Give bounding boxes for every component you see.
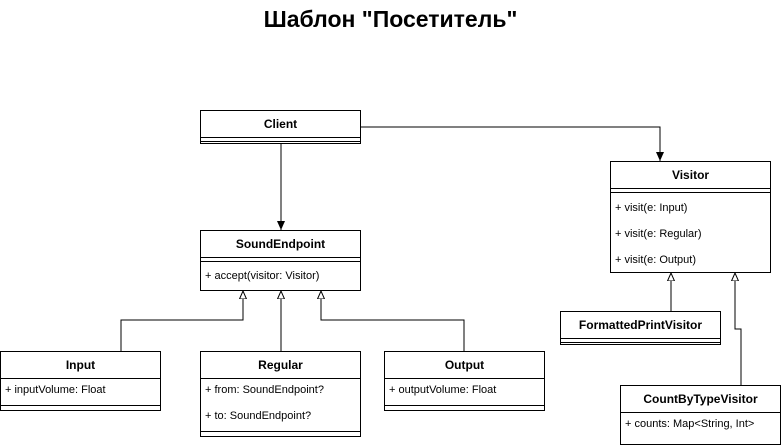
class-formattedprintvisitor-separator [561,339,720,343]
class-visitor-method-regular: + visit(e: Regular) [615,228,702,240]
class-visitor-method-input: + visit(e: Input) [615,202,688,214]
class-soundendpoint-method: + accept(visitor: Visitor) [205,270,320,282]
class-input-name: Input [1,352,160,379]
class-visitor-separator [611,189,770,193]
relation-input-soundendpoint [120,291,243,351]
class-soundendpoint-name: SoundEndpoint [201,231,360,258]
diagram-title: Шаблон "Посетитель" [263,6,518,32]
class-soundendpoint-separator [201,258,360,262]
class-countbytypevisitor-attribute: + counts: Map<String, Int> [625,418,755,430]
class-visitor-name: Visitor [611,162,770,189]
class-soundendpoint[interactable]: SoundEndpoint + accept(visitor: Visitor) [200,230,361,291]
class-output-name: Output [385,352,544,379]
class-client-name: Client [201,111,360,138]
class-formattedprintvisitor[interactable]: FormattedPrintVisitor [560,311,721,345]
class-output-separator [385,405,544,406]
relation-client-visitor [361,126,664,161]
class-formattedprintvisitor-name: FormattedPrintVisitor [561,312,720,339]
class-regular-separator [201,431,360,432]
class-visitor-method-output: + visit(e: Output) [615,254,697,266]
class-regular-name: Regular [201,352,360,379]
class-visitor[interactable]: Visitor + visit(e: Input) + visit(e: Reg… [610,161,771,273]
class-output-attribute: + outputVolume: Float [389,384,497,396]
class-input[interactable]: Input + inputVolume: Float [0,351,161,411]
class-input-separator [1,405,160,406]
class-client-separator [201,138,360,142]
class-countbytypevisitor-name: CountByTypeVisitor [621,386,780,413]
class-input-attribute: + inputVolume: Float [5,384,106,396]
class-output[interactable]: Output + outputVolume: Float [384,351,545,411]
class-regular[interactable]: Regular + from: SoundEndpoint? + to: Sou… [200,351,361,437]
relation-countbytype-visitor [735,273,742,385]
class-regular-attribute-from: + from: SoundEndpoint? [205,384,324,396]
class-client[interactable]: Client [200,110,361,144]
class-regular-attribute-to: + to: SoundEndpoint? [205,410,312,422]
relation-output-soundendpoint [321,291,465,351]
class-countbytypevisitor[interactable]: CountByTypeVisitor + counts: Map<String,… [620,385,781,445]
